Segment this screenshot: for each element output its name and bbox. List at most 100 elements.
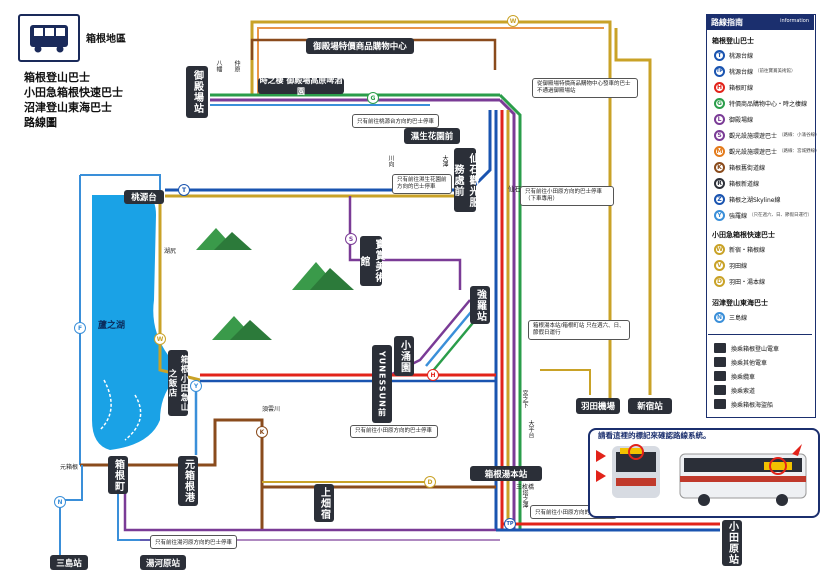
transfer-label: 換乘纜車 xyxy=(731,373,756,381)
main-title: 箱根登山巴士 小田急箱根快速巴士 沼津登山東海巴士 路線圖 xyxy=(24,70,164,130)
route-marker-h: H xyxy=(427,369,439,381)
legend-header: 路線指南 information xyxy=(706,14,814,30)
note-weekend: 箱根湯本站/箱根町站 只在週六、日、節假日運行 xyxy=(528,320,630,340)
lake-ashinoko xyxy=(92,195,176,450)
route-marker-y: Y xyxy=(190,380,202,392)
station-moto-hakone[interactable]: 元箱根港 xyxy=(178,456,198,506)
legend-item-sub: （路線：宮城野線） xyxy=(779,149,820,154)
station-yumoto[interactable]: 箱根湯本站 xyxy=(470,466,542,481)
title-line: 小田急箱根快速巴士 xyxy=(24,86,123,99)
route-marker-w: W xyxy=(507,15,519,27)
transfer-label: 換乘箱根海盜船 xyxy=(731,401,774,409)
transfer-label: 換乘索道 xyxy=(731,387,756,395)
stop-label: 仲原 xyxy=(233,60,240,72)
legend-item-sub: （路線：小涌谷線） xyxy=(779,133,820,138)
transfer-item: 換乘箱根登山電車 xyxy=(714,342,779,354)
stop-label: 大澤 xyxy=(441,155,448,167)
station-haneda[interactable]: 羽田機場 xyxy=(576,398,620,414)
route-code-icon: T xyxy=(714,49,725,61)
legend-item-label: 強羅線 xyxy=(729,212,748,220)
bus-logo xyxy=(18,14,80,62)
station-togendai[interactable]: 桃源台 xyxy=(124,190,164,204)
route-code-icon: K xyxy=(714,161,725,173)
note-odawara: 只有前往小田原方向的巴士停車 xyxy=(350,425,438,438)
transfer-icon xyxy=(714,371,726,381)
legend-item-sub: （只在週六、日、節假日運行） xyxy=(749,213,813,218)
route-code-icon: L xyxy=(714,113,725,125)
title-line: 沼津登山東海巴士 xyxy=(24,101,112,114)
note-yugawara: 只有前往湯河原方向的巴士停車 xyxy=(150,535,238,549)
station-gotemba[interactable]: 御殿場站 xyxy=(186,66,208,118)
route-marker-k: K xyxy=(256,426,268,438)
route-marker-w2: W xyxy=(154,333,166,345)
note-togendai: 只有前往桃源台方向的巴士停車 xyxy=(352,114,440,128)
station-kowakien[interactable]: 小涌園 xyxy=(394,336,414,376)
station-gora[interactable]: 強羅站 xyxy=(470,286,490,324)
station-yunessun[interactable]: YUNESSUN前 xyxy=(372,345,392,423)
station-mishima[interactable]: 三島站 xyxy=(50,555,88,570)
stop-label: 八幡 xyxy=(215,60,222,72)
stop-label: 須雲川 xyxy=(262,406,281,413)
legend-item-sub: （前往寶賞美術館） xyxy=(755,69,796,74)
legend-item-label: 箱根新道線 xyxy=(729,180,760,188)
arrow-icon xyxy=(596,470,606,482)
station-hakone-art[interactable]: 寶賞美術館 xyxy=(358,236,384,286)
station-kamihata[interactable]: 上畑宿 xyxy=(314,484,334,522)
station-premium-outlets[interactable]: 御殿場特價商品購物中心 xyxy=(306,38,414,54)
legend-item-label: 觀光設施環遊巴士 xyxy=(729,132,778,140)
transfer-icon xyxy=(714,343,726,353)
route-marker-s: S xyxy=(345,233,357,245)
note-shisseikaen: 只有前往濕生花園前方向的巴士停車 xyxy=(392,174,452,194)
station-sengokuhara-info[interactable]: 仙石觀光服務處前 xyxy=(452,148,478,212)
transfer-label: 換乘其他電車 xyxy=(731,359,768,367)
station-shinjuku[interactable]: 新宿站 xyxy=(628,398,672,414)
mountain-icons xyxy=(196,228,354,340)
route-marker-t: T xyxy=(178,184,190,196)
lake-label: 蘆之湖 xyxy=(98,321,126,331)
stop-label: 元箱根 xyxy=(60,464,79,471)
legend-item-label: 羽田線 xyxy=(729,262,748,270)
legend-item-label: 桃源台線 xyxy=(729,52,754,60)
legend-item-label: 箱根之湖Skyline線 xyxy=(729,196,781,204)
stop-label: 三枚橋 xyxy=(516,484,535,491)
route-code-icon: G xyxy=(714,97,725,109)
stop-label: 湖尻 xyxy=(164,248,177,255)
route-code-icon: D xyxy=(714,275,725,287)
legend-item-label: 御殿場線 xyxy=(729,116,754,124)
bus-photo-illustration xyxy=(596,444,807,506)
legend-title: 路線指南 xyxy=(711,18,743,27)
station-shisseikaen[interactable]: 濕生花園前 xyxy=(404,128,460,144)
stop-label: 川向 xyxy=(387,155,394,167)
stop-label: 大平台 xyxy=(527,420,534,438)
station-hakone-machi[interactable]: 箱根町 xyxy=(108,456,128,494)
route-code-icon: N xyxy=(714,311,725,323)
station-tokinosumika[interactable]: 時之棲 御殿場高原啤酒園 xyxy=(258,76,344,96)
route-marker-tp: TP xyxy=(504,518,516,530)
legend-item-label: 箱根町線 xyxy=(729,84,754,92)
transfer-item: 換乘纜車 xyxy=(714,370,755,382)
route-marker-f: F xyxy=(74,322,86,334)
stop-sengoku: 仙石 xyxy=(508,185,521,193)
station-hakone-kohan[interactable]: 箱根小田急山之飯店 xyxy=(167,350,189,416)
legend-item-label: 箱根舊街道線 xyxy=(729,164,766,172)
transfer-icon xyxy=(714,385,726,395)
bus-icon xyxy=(30,25,68,53)
legend-section-title: 箱根登山巴士 xyxy=(712,37,754,45)
station-yugawara[interactable]: 湯河原站 xyxy=(140,555,186,570)
transfer-item: 換乘索道 xyxy=(714,384,755,396)
station-odawara[interactable]: 小田原站 xyxy=(722,520,742,566)
route-marker-n: N xyxy=(54,496,66,508)
legend-item: L 御殿場線 xyxy=(714,112,753,126)
legend-item-label: 桃源台線 xyxy=(729,68,754,76)
title-line: 路線圖 xyxy=(24,116,57,129)
